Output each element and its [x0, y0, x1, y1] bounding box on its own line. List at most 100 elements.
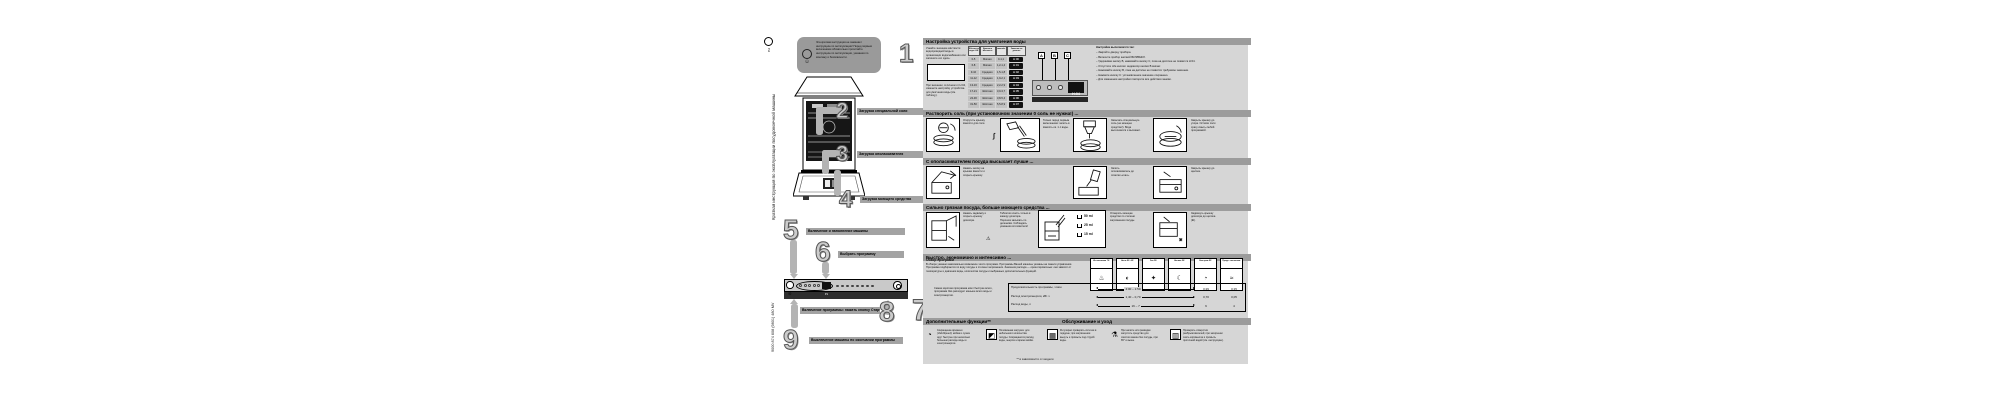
- option-button: [856, 284, 859, 288]
- salt-step-caption-4: Закрыть крышку до упора. Остатки соли ср…: [1191, 119, 1216, 133]
- softener-step: – Нажмите кнопку C: установленное значен…: [1096, 73, 1169, 77]
- stat-value: 0:15: [1231, 286, 1237, 291]
- dishwasher-art: [793, 76, 865, 200]
- cell-display-chip: H:05: [1009, 89, 1023, 95]
- program-stats-table: [1008, 283, 1246, 312]
- function-text: Проверять отверстия разбрызгивателей; пр…: [1183, 329, 1224, 342]
- program-name: Предв. ополаскив.: [1221, 259, 1242, 269]
- salt-cap-open-art: [933, 122, 956, 147]
- detergent-step-image-4: [1153, 212, 1187, 248]
- function-text: Половинная загрузка: для небольшого коли…: [999, 329, 1034, 342]
- softener-steps-title: Настройка выполняется так:: [1096, 46, 1135, 49]
- rinse-step-caption-2: Залить ополаскиватель до отметки «max».: [1111, 167, 1134, 177]
- program-button-ring: [796, 280, 833, 291]
- salt-step-image-3: [1073, 118, 1107, 152]
- program-icon: ≈: [1229, 274, 1234, 282]
- softener-step: – Для изменения настройки повторите все …: [1096, 78, 1172, 81]
- salt-step-caption-1: Открутить крышку ёмкости для соли.: [963, 119, 986, 126]
- dose-label: 50 ml: [1084, 214, 1093, 218]
- program-column-quick: Быстрая 45° ◔: [1194, 258, 1217, 291]
- stat-line: [1098, 305, 1194, 307]
- program-name: Авто 45°–65°: [1117, 259, 1138, 269]
- detergent-warning-text: Таблетки класть только в камеру дозатора…: [1000, 212, 1031, 229]
- program-icon: ◔: [1203, 274, 1208, 282]
- stat-arrow-right: [1193, 295, 1195, 298]
- connector-9-arrow: [790, 299, 798, 304]
- first-use-arrow-icon: ∫: [993, 133, 995, 140]
- smiley-glyph: ☺: [804, 59, 810, 65]
- function-text: Регулярно проверять ситечки в поддоне; п…: [1060, 329, 1097, 342]
- salt-cap-closed-art: [1159, 125, 1182, 147]
- salt-step-image-4: [1153, 118, 1187, 152]
- section-title-detergent: Сильно грязная посуда, больше моющего ср…: [923, 204, 1251, 211]
- softener-panel-diagram: A B C H:04: [1030, 46, 1090, 106]
- pour-detergent-art: [1044, 214, 1066, 241]
- softener-step: – Отпустите обе кнопки: индикатор кнопки…: [1096, 64, 1161, 68]
- callout-label-salt: Загрузка специальной соли: [857, 108, 929, 115]
- callout-8: 8: [879, 296, 896, 327]
- filter-icon: ▦: [1047, 329, 1058, 340]
- hardness-row: 6-8 Мягкая 1,2-1,4 H:01: [968, 63, 1026, 69]
- stat-value: 4: [1233, 303, 1235, 308]
- button-b-pointer: [1054, 59, 1056, 80]
- stat-value: 0,70: [1203, 295, 1209, 300]
- half-load-icon: ◩: [986, 329, 997, 340]
- detergent-step-caption-1: Нажать задвижку и открыть крышку дозатор…: [963, 212, 987, 222]
- stat-range-duration: 4:00 – 1:50: [1124, 286, 1143, 291]
- button-b: B: [1051, 52, 1058, 59]
- cell-category: Жёсткая: [979, 95, 995, 102]
- button-a: A: [1038, 52, 1045, 59]
- rinse-step-image-3: [1153, 166, 1187, 199]
- softener-step: – Нажимайте кнопку B, пока на дисплее не…: [1096, 69, 1189, 72]
- callout-6: 6: [815, 236, 832, 267]
- child-warning-icon: ⚠: [986, 236, 991, 242]
- fill-salt-art: [1080, 120, 1101, 151]
- button-b-label: B: [1053, 53, 1056, 58]
- salt-step-image-2: [1000, 118, 1040, 152]
- spray-arm-icon: ▥: [1170, 329, 1181, 340]
- connector-5-arrow: [789, 274, 798, 279]
- stat-label-energy: Расход электроэнергии, кВт·ч: [1011, 293, 1050, 298]
- dispenser-closed-art: [1159, 216, 1183, 242]
- dose-label: 25 ml: [1084, 223, 1093, 227]
- program-name: Интенсивная 70°: [1091, 259, 1112, 269]
- option-button: [871, 284, 874, 288]
- cell-dh: 9-10: [968, 69, 979, 76]
- cell-dh: 13-16: [968, 82, 979, 89]
- model-footnote: ** в зависимости от модели: [1016, 357, 1054, 361]
- hardness-row: 0-5 Мягкая 0-1,1 H:00: [968, 56, 1026, 63]
- cup-icon: [1077, 233, 1082, 237]
- program-button: [812, 284, 816, 287]
- cell-mmol: 2,2-2,9: [995, 82, 1007, 89]
- callout-4: 4: [838, 186, 853, 213]
- stat-line: [1098, 288, 1194, 290]
- function-text: Сокращение времени (VarioSpeed): мойка и…: [937, 329, 971, 345]
- language-badge: ru: [764, 37, 773, 52]
- cell-dh: 31-50: [968, 102, 979, 108]
- start-button-inner: [896, 284, 901, 289]
- stat-arrow-left: [1096, 295, 1098, 298]
- hardness-col-dh: Жёсткость воды °dH: [968, 46, 980, 56]
- hardness-col-mmol: ммоль/л: [995, 46, 1007, 56]
- cell-dh: 0-5: [968, 56, 979, 63]
- cell-mmol: 1,2-1,4: [995, 63, 1007, 69]
- stat-range-energy: 1,40 – 0,70: [1124, 295, 1143, 300]
- connector-4-stem: [834, 170, 841, 196]
- cell-display-chip: H:03: [1009, 76, 1023, 82]
- cell-display-chip: H:06: [1009, 95, 1023, 102]
- program-icon: ✦: [1150, 274, 1157, 282]
- start-button: [893, 281, 902, 290]
- callout-label-select-program: Выбрать программу: [838, 251, 904, 258]
- button-a-pointer: [1041, 59, 1043, 80]
- diagram-button: [1036, 85, 1041, 90]
- program-column-prerinse: Предв. ополаскив. ≈: [1220, 258, 1243, 291]
- cell-category: Средняя: [979, 69, 995, 76]
- connector-2: [816, 107, 842, 114]
- cell-display-chip: H:07: [1009, 102, 1023, 108]
- cell-mmol: 5,5-8,9: [995, 102, 1007, 108]
- program-name: Ночная 50°: [1169, 259, 1190, 269]
- salt-step-caption-2: Только перед первым включением: залить в…: [1043, 119, 1070, 129]
- vario-speed-icon: ◔: [927, 330, 932, 339]
- rinse-step-image-1: [926, 166, 960, 199]
